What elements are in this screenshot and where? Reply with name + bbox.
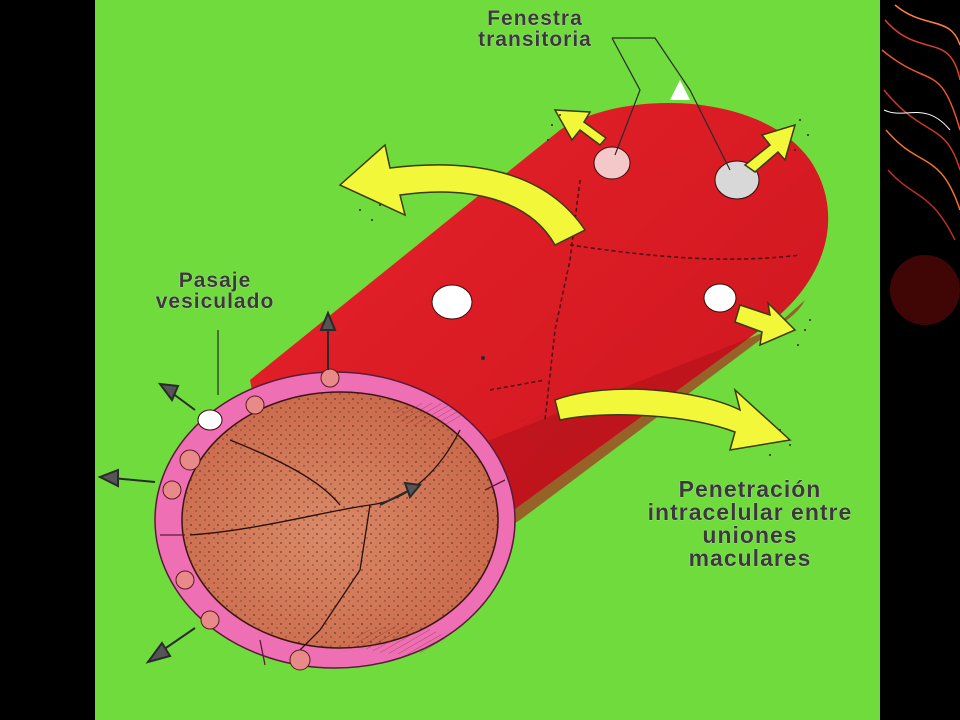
lumen-cell-borders [189,429,461,661]
label-fenestra-line2: transitoria [478,28,592,51]
decorative-swirl [881,4,960,241]
label-penetracion-line3: uniones [702,522,798,548]
label-penetracion-intracelular: Penetración intracelular entre uniones m… [615,478,885,570]
pasaje-vesicle [197,409,223,431]
pore-2 [714,160,760,200]
vesicles [162,368,340,671]
stipple [359,114,811,456]
glow-spot [890,255,960,325]
leader-lines [217,37,731,395]
pore-1 [593,146,631,180]
fenestra-pointer [670,80,690,100]
ring-hatch-top [395,403,465,427]
label-fenestra-transitoria: Fenestra transitoria [450,8,620,50]
label-penetracion-line4: maculares [688,545,812,571]
label-pasaje-line1: Pasaje [178,269,252,292]
label-fenestra-line1: Fenestra [487,7,583,30]
pores [431,146,760,320]
lumen-texture [182,392,498,648]
ring-junctions [160,479,506,666]
label-penetracion-line1: Penetración [678,476,822,502]
pore-4 [703,283,737,313]
label-penetracion-line2: intracelular entre [647,499,853,525]
pore-3 [431,284,473,320]
label-pasaje-line2: vesiculado [155,290,275,313]
vessel-shadow [420,300,805,580]
small-arrow-icon [97,310,422,664]
ring-hatch-bottom [355,626,445,654]
curved-arrow-icon [338,109,797,451]
junction-lines [489,179,801,421]
label-pasaje-vesiculado: Pasaje vesiculado [130,270,300,312]
